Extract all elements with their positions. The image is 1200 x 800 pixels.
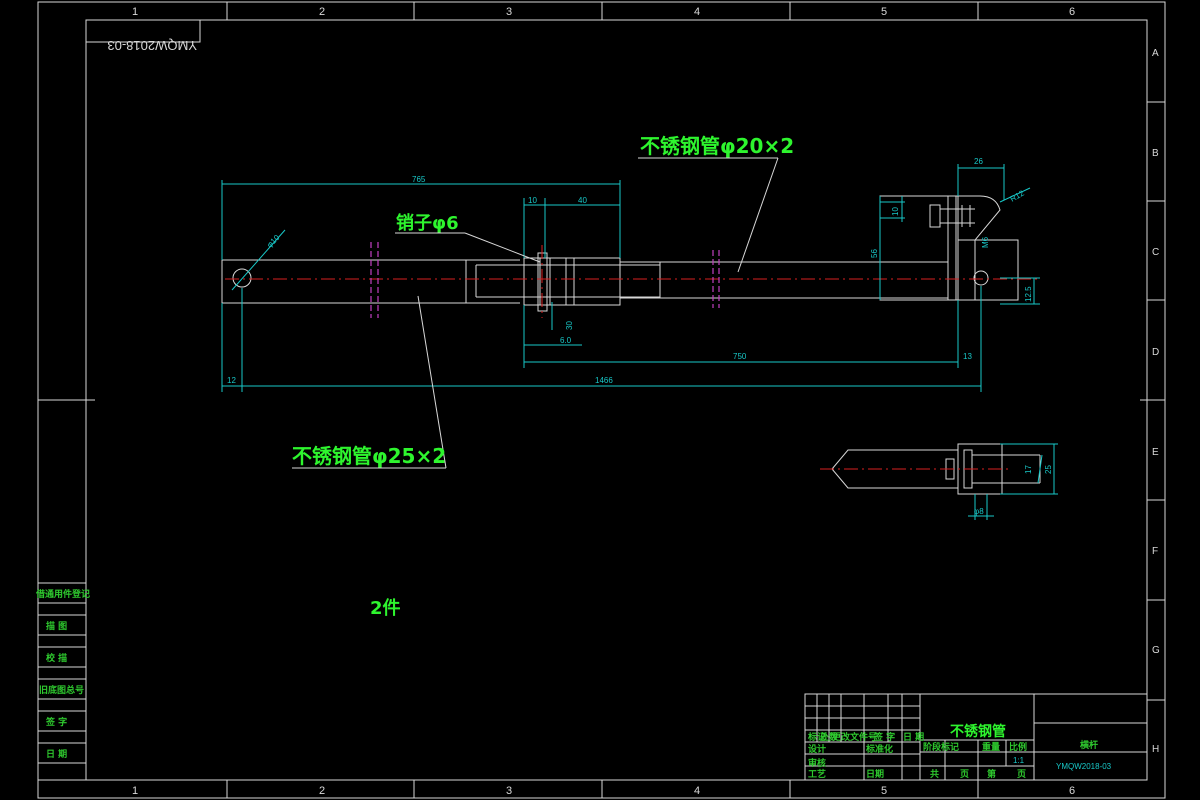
drawing-code-mirrored: YMQW2018-03 — [107, 38, 197, 53]
tb-label: 日期 — [866, 768, 884, 780]
title-block: 标记 处数 更改文件号 签 字 日 期 设计 标准化 审核 工艺 日期 阶段标记… — [804, 693, 1148, 781]
row-label: F — [1152, 546, 1158, 557]
side-cell: 日 期 — [46, 748, 67, 760]
code-box — [85, 19, 201, 43]
zone-ticks — [38, 2, 1165, 798]
dim-13: 13 — [963, 352, 972, 361]
dim-30: 30 — [565, 321, 574, 330]
tb-label: 共 — [930, 768, 939, 780]
row-label: H — [1152, 744, 1159, 755]
col-label: 5 — [881, 785, 887, 797]
main-part — [221, 195, 1019, 312]
col-label: 5 — [881, 6, 887, 18]
inner-frame — [85, 19, 1148, 781]
tb-material: 横杆 — [1080, 739, 1098, 751]
col-label: 1 — [132, 6, 138, 18]
row-label: B — [1152, 148, 1159, 159]
tb-scale: 1:1 — [1013, 756, 1025, 765]
break-marks — [370, 242, 720, 318]
dim-25: 25 — [1044, 465, 1053, 474]
col-label: 2 — [319, 785, 325, 797]
dim-17: 17 — [1024, 465, 1033, 474]
row-label: A — [1152, 48, 1159, 59]
callout-pin: 销子φ6 — [396, 212, 459, 234]
dim-10b: 10 — [891, 207, 900, 216]
quantity-label: 2件 — [370, 597, 401, 619]
col-label: 3 — [506, 785, 512, 797]
dimension-lines — [221, 164, 1040, 392]
pin-hole — [232, 268, 252, 288]
row-label: G — [1152, 645, 1160, 656]
tb-label: 第 — [987, 768, 996, 780]
dim-26: 26 — [974, 157, 983, 166]
tb-label: 标记 — [807, 731, 826, 743]
callout-tube-large: 不锈钢管φ25×2 — [292, 444, 446, 468]
side-table: 借通用件登记 描 图 校 描 旧底图总号 签 字 日 期 — [35, 582, 90, 781]
dim-m6: M6 — [981, 236, 990, 248]
dim-12: 12 — [227, 376, 236, 385]
dim-60: 6.0 — [560, 336, 572, 345]
callout-tube-small: 不锈钢管φ20×2 — [640, 134, 794, 158]
tb-label: 设计 — [808, 743, 826, 755]
row-label: E — [1152, 447, 1159, 458]
col-label: 6 — [1069, 785, 1075, 797]
dim-56: 56 — [870, 249, 879, 258]
dim-750: 750 — [733, 352, 747, 361]
tb-label: 处数 — [819, 731, 839, 743]
tb-label: 阶段标记 — [923, 741, 959, 753]
tb-label: 重量 — [982, 741, 1000, 753]
dim-phi8: φ8 — [974, 507, 984, 516]
dim-40: 40 — [578, 196, 587, 205]
dim-phi10: φ10 — [265, 233, 282, 250]
outer-frame — [37, 1, 1166, 799]
side-cell: 校 描 — [46, 652, 67, 664]
tb-label: 页 — [960, 769, 969, 780]
tb-label: 标准化 — [865, 743, 893, 755]
side-cell: 描 图 — [46, 620, 67, 632]
row-labels: A B C D E F G H — [1152, 48, 1160, 755]
dimension-text: 765 10 40 φ10 30 6.0 750 13 12 1466 26 R… — [227, 157, 1033, 385]
tb-label: 工艺 — [808, 768, 826, 780]
row-label: C — [1152, 247, 1159, 258]
tb-drawing-no: YMQW2018-03 — [1056, 762, 1112, 771]
row-label: D — [1152, 347, 1159, 358]
detail-view: 17 25 φ8 — [820, 443, 1058, 520]
col-label: 1 — [132, 785, 138, 797]
dim-1466: 1466 — [595, 376, 613, 385]
tb-label: 日 期 — [903, 731, 924, 743]
side-cell: 签 字 — [45, 716, 67, 728]
callouts: 不锈钢管φ20×2 不锈钢管φ25×2 销子φ6 2件 — [292, 134, 794, 619]
dim-12-5: 12.5 — [1024, 286, 1033, 302]
side-cell: 旧底图总号 — [39, 684, 84, 696]
tb-label: 审核 — [808, 757, 826, 769]
tb-label: 页 — [1017, 769, 1026, 780]
col-label: 6 — [1069, 6, 1075, 18]
tb-title: 不锈钢管 — [950, 723, 1006, 740]
side-cell: 借通用件登记 — [35, 588, 90, 600]
col-label: 3 — [506, 6, 512, 18]
tb-label: 更改文件号 — [832, 731, 877, 743]
tb-label: 签 字 — [873, 731, 895, 743]
col-label: 2 — [319, 6, 325, 18]
dim-10: 10 — [528, 196, 537, 205]
col-label: 4 — [694, 6, 700, 18]
column-labels: 1 2 3 4 5 6 1 2 3 4 5 6 — [132, 6, 1075, 797]
col-label: 4 — [694, 785, 700, 797]
tb-label: 比例 — [1009, 741, 1027, 753]
dim-765: 765 — [412, 175, 426, 184]
